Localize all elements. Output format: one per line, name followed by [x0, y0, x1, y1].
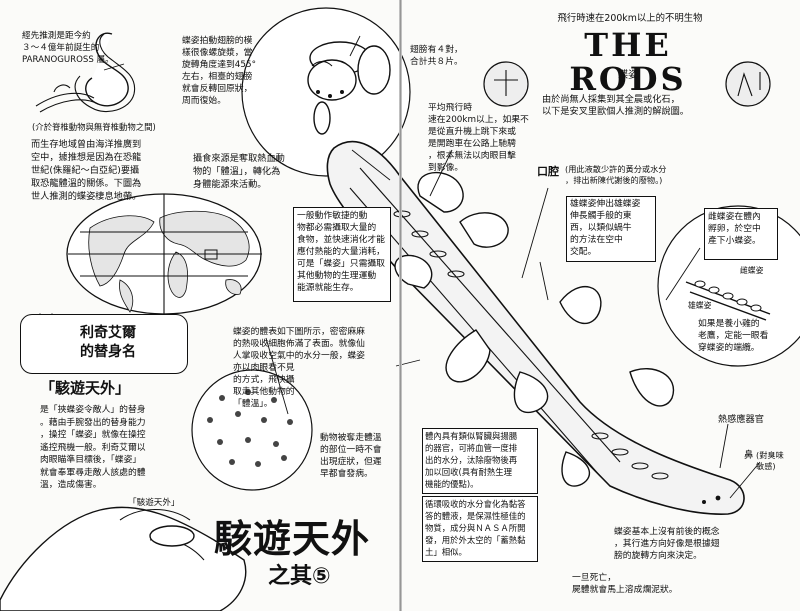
wing-motion-note: 蝶姿拍動翅膀的模 樣很像螺旋漿，當 旋轉角度達到455° 左右，相臺的翅膀 就會… — [182, 36, 256, 106]
habitat-map — [66, 193, 262, 315]
egg-box — [704, 208, 778, 260]
flight-speed-note: 平均飛行時 速在200km以上，如果不 是從直升機上跳下來或 是開跑車在公路上馳… — [428, 103, 529, 173]
stand-name-header-box — [20, 314, 188, 374]
page-gutter — [399, 0, 402, 611]
body-surface-note: 蝶姿的體表如下圖所示，密密麻麻 的熱吸收細胞佈滿了表面。就像仙 人掌吸收空氣中的… — [233, 327, 365, 409]
moisture-box — [422, 496, 538, 562]
falcon-note: 如果是養小雞的 老鷹，定能一眼看 穿蝶姿的端纜。 — [698, 319, 769, 353]
banner-ornament — [483, 61, 771, 107]
death-note: 一旦死亡， 屍體就會馬上溶成爛泥狀。 — [572, 573, 678, 595]
stand-tag: 「駭遊天外」 — [128, 498, 180, 508]
egg-note: 雌蝶姿在體內 孵卵，於空中 產下小蝶姿。 — [708, 212, 761, 246]
stand-description: 是「挾蝶姿令敵人」的替身 。藉由手腕發出的替身能力 ，操控「蝶姿」就像在操控 遙… — [40, 405, 146, 490]
nose-note: (對臭味 敏感) — [756, 450, 784, 471]
heat-source-note: 攝食來源是奪取熱血動 物的「體溫」，轉化為 身體能源來活動。 — [193, 153, 285, 190]
paranoguross-note: 經先推測是距今約 ３～４億年前誕生的 PARANOGUROSS 屬。 — [22, 31, 114, 65]
chapter-subtitle: 之其⑤ — [268, 564, 331, 589]
male-label: 雄蝶姿 — [688, 301, 712, 310]
wings-count-note: 翅膀有４對， 合計共８片。 — [410, 45, 463, 67]
mating-box — [566, 196, 656, 262]
symptoms-note: 動物被奪走體溫 的部位一時不會 出現症狀，但遲 早都會發病。 — [320, 433, 382, 479]
uma-fact-note: 由於尚無人採集到其全晨或化石， 以下是安叉里歐個人推測的解說圖。 — [542, 94, 689, 117]
female-label: 雌蝶姿 — [740, 266, 764, 275]
banner-subtitle-2: 蝶姿 — [618, 70, 638, 81]
banner-title: THE RODS — [569, 26, 687, 98]
heat-cell-surface-sketch — [191, 369, 313, 491]
metabolism-box — [293, 207, 391, 302]
stand-name: 「駭遊天外」 — [40, 379, 131, 397]
wing-rotation-sketch — [241, 7, 411, 177]
mating-note: 雄蝶姿伸出雄蝶姿 伸長觸手般的東 西，以類似蝸牛 的方法在空中 交配。 — [570, 199, 641, 257]
nose-label: 鼻 — [744, 450, 754, 461]
character-hand-sketch — [0, 506, 247, 611]
leader-lines — [103, 35, 761, 499]
banner-subtitle: 飛行時速在200km以上的不明生物 — [557, 13, 703, 24]
mouth-label: 口腔 — [537, 165, 559, 178]
metabolism-note: 一般動作敏捷的動 物都必需攝取大量的 食物，並快速消化才能 應付熱能的大量消耗，… — [297, 211, 385, 293]
kidney-note: 體內具有類似腎臟與揚腸 的器官，可將血管一度排 出的水分，汰除廢物後再 加以回收… — [425, 431, 518, 489]
moisture-note: 循環吸收的水分會化為黏答 答的體液，是保濕性極佳的 物質，成分與ＮＡＳＡ所開 發… — [425, 499, 526, 557]
chapter-title: 駭遊天外 — [214, 517, 371, 561]
character-name: 利奇艾爾 的替身名 — [80, 325, 136, 360]
kidney-box — [422, 428, 538, 494]
sensor-label: 熱感應器官 — [718, 414, 764, 425]
tail-note: 蝶姿基本上沒有前後的概念 ，其行進方向好像是根據翅 膀的旋轉方向來決定。 — [614, 527, 720, 561]
origin-note: 而生存地域曾由海洋推廣到 空中，據推想是因為在恐龍 世紀(侏羅紀～白亞紀)要攝 … — [31, 139, 142, 202]
mouth-note: (用此液散少許的黃分或水分 ，排出新陳代謝後的廢物。) — [565, 164, 667, 185]
vertebrate-caption: (介於脊椎動物與無脊椎動物之間) — [32, 122, 156, 132]
rod-creature-illustration — [326, 140, 745, 515]
